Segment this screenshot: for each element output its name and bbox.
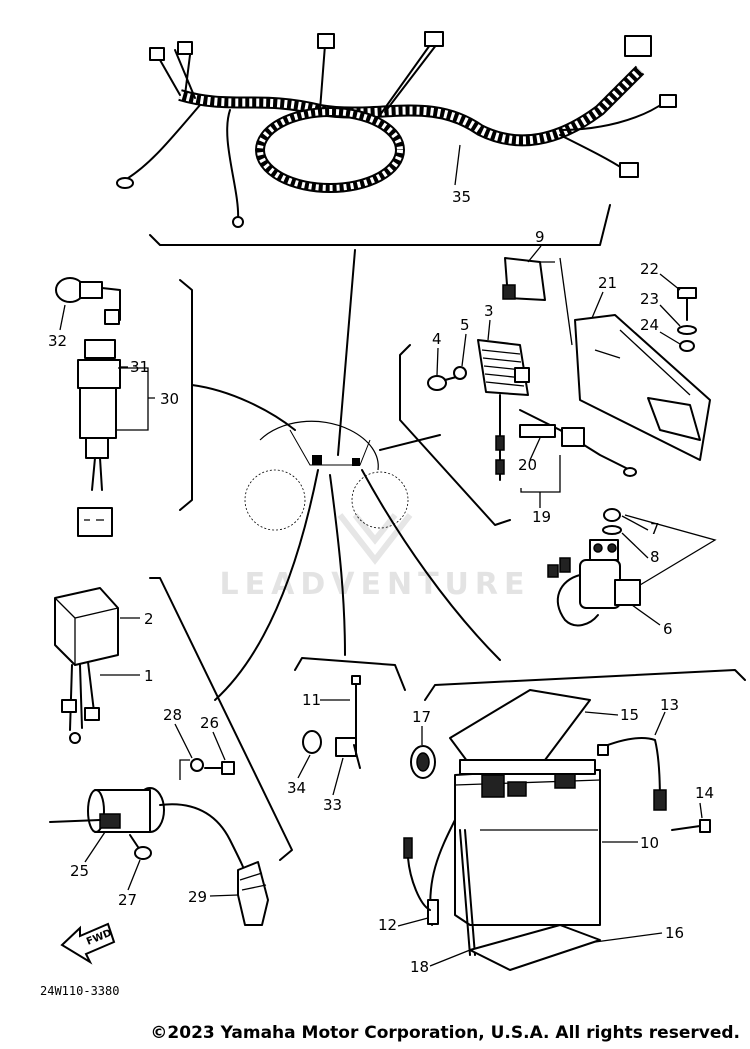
nut-28[interactable] <box>190 758 204 772</box>
callout-5[interactable]: 5 <box>460 316 470 334</box>
neutral-switch[interactable] <box>335 675 361 769</box>
diagram-code: 24W110-3380 <box>40 984 119 998</box>
callout-29[interactable]: 29 <box>188 888 207 906</box>
callout-23[interactable]: 23 <box>640 290 659 308</box>
battery-cable-positive[interactable] <box>597 737 667 811</box>
callout-9[interactable]: 9 <box>535 228 545 246</box>
callout-25[interactable]: 25 <box>70 862 89 880</box>
callout-2[interactable]: 2 <box>144 610 154 628</box>
bolt-22[interactable] <box>677 287 697 321</box>
nut-7[interactable] <box>603 508 621 522</box>
switch-bracket <box>179 279 193 511</box>
harness-bracket <box>149 204 611 246</box>
callout-14[interactable]: 14 <box>695 784 714 802</box>
fuse-holder[interactable] <box>519 409 637 477</box>
callout-32[interactable]: 32 <box>48 332 67 350</box>
mounting-plate[interactable] <box>574 314 711 461</box>
motorcycle-sketch <box>244 420 409 531</box>
callout-17[interactable]: 17 <box>412 708 431 726</box>
main-switch-assembly[interactable] <box>55 277 121 537</box>
callout-13[interactable]: 13 <box>660 696 679 714</box>
callout-6[interactable]: 6 <box>663 620 673 638</box>
callout-21[interactable]: 21 <box>598 274 617 292</box>
callout-31[interactable]: 31 <box>130 358 149 376</box>
o-ring-34[interactable] <box>302 730 322 754</box>
callout-15[interactable]: 15 <box>620 706 639 724</box>
bolt-26[interactable] <box>204 761 235 775</box>
battery-cable-negative[interactable] <box>403 819 456 926</box>
callout-7[interactable]: 7 <box>650 520 660 538</box>
washer-24[interactable] <box>679 340 695 352</box>
spark-plug-cap[interactable] <box>237 861 269 926</box>
callout-18[interactable]: 18 <box>410 958 429 976</box>
relay-9[interactable] <box>502 257 546 301</box>
callout-26[interactable]: 26 <box>200 714 219 732</box>
washer-8[interactable] <box>602 525 622 535</box>
callout-35[interactable]: 35 <box>452 188 471 206</box>
callout-19[interactable]: 19 <box>532 508 551 526</box>
callout-12[interactable]: 12 <box>378 916 397 934</box>
watermark-logo <box>337 513 413 565</box>
wire-harness[interactable] <box>116 31 677 228</box>
starter-relay[interactable] <box>547 539 641 627</box>
ignition-coil[interactable] <box>49 787 249 881</box>
watermark-text: LEADVENTURE <box>220 567 531 602</box>
callout-33[interactable]: 33 <box>323 796 342 814</box>
callout-20[interactable]: 20 <box>518 456 537 474</box>
copyright-notice: ©2023 Yamaha Motor Corporation, U.S.A. A… <box>150 1023 740 1043</box>
callout-28[interactable]: 28 <box>163 706 182 724</box>
callout-30[interactable]: 30 <box>160 390 179 408</box>
breather-cap-17[interactable] <box>410 745 436 779</box>
regulator-bracket <box>399 344 511 526</box>
callout-16[interactable]: 16 <box>665 924 684 942</box>
battery-cover[interactable] <box>449 689 591 766</box>
callout-10[interactable]: 10 <box>640 834 659 852</box>
callout-4[interactable]: 4 <box>432 330 442 348</box>
battery-band[interactable] <box>459 829 476 956</box>
callout-11[interactable]: 11 <box>302 691 321 709</box>
cdi-unit[interactable] <box>54 587 119 744</box>
battery-bracket <box>424 669 746 701</box>
ignition-bracket <box>149 577 293 861</box>
battery-pad[interactable] <box>469 924 601 971</box>
rectifier-regulator[interactable] <box>477 339 530 481</box>
washer-23[interactable] <box>677 325 697 335</box>
washer-5[interactable] <box>453 366 467 380</box>
callout-8[interactable]: 8 <box>650 548 660 566</box>
battery-bolt-14[interactable] <box>671 819 711 833</box>
battery[interactable] <box>454 759 601 926</box>
callout-34[interactable]: 34 <box>287 779 306 797</box>
callout-3[interactable]: 3 <box>484 302 494 320</box>
callout-27[interactable]: 27 <box>118 891 137 909</box>
callout-24[interactable]: 24 <box>640 316 659 334</box>
callout-1[interactable]: 1 <box>144 667 154 685</box>
callout-22[interactable]: 22 <box>640 260 659 278</box>
bolt-4[interactable] <box>427 375 461 391</box>
forward-arrow-icon: FWD <box>60 922 116 965</box>
neutral-bracket <box>294 657 406 691</box>
